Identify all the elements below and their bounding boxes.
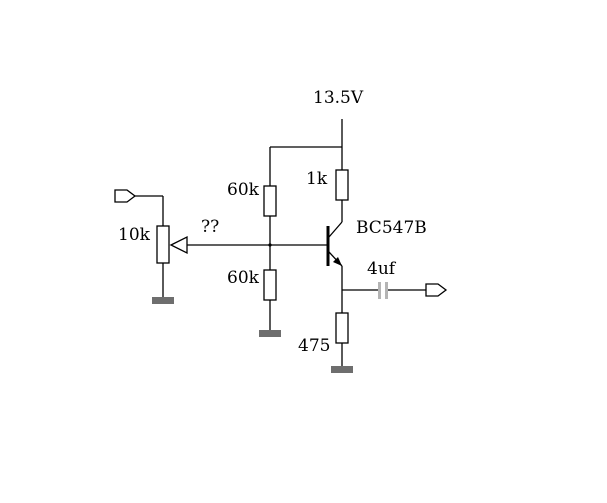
transistor-collector-lead: [328, 221, 343, 238]
potentiometer: [156, 225, 170, 264]
bias-resistor-top-label: 60k: [227, 180, 260, 200]
capacitor-plate-right: [385, 282, 388, 299]
ground-symbol-emitter: [331, 366, 353, 373]
capacitor-label: 4uf: [367, 259, 397, 279]
output-terminal-arrow: [425, 283, 448, 297]
input-terminal-arrow: [114, 189, 137, 203]
ground-symbol-bias: [259, 330, 281, 337]
capacitor-plate-left: [378, 282, 381, 299]
bias-resistor-bottom-label: 60k: [227, 268, 260, 288]
bias-resistor-top: [263, 185, 277, 217]
emitter-resistor-label: 475: [298, 336, 330, 356]
transistor-emitter-arrow: [333, 257, 342, 266]
transistor-label: BC547B: [356, 218, 427, 238]
collector-resistor-label: 1k: [306, 169, 328, 189]
potentiometer-label: 10k: [118, 225, 151, 245]
unknown-connection-label: ??: [201, 217, 219, 237]
bias-resistor-bottom: [263, 269, 277, 301]
ground-symbol-pot: [152, 297, 174, 304]
junction-dot: [268, 243, 272, 247]
supply-voltage-label: 13.5V: [313, 88, 364, 108]
emitter-resistor: [335, 312, 349, 344]
wiper-arrow: [169, 235, 188, 255]
collector-resistor: [335, 169, 349, 201]
